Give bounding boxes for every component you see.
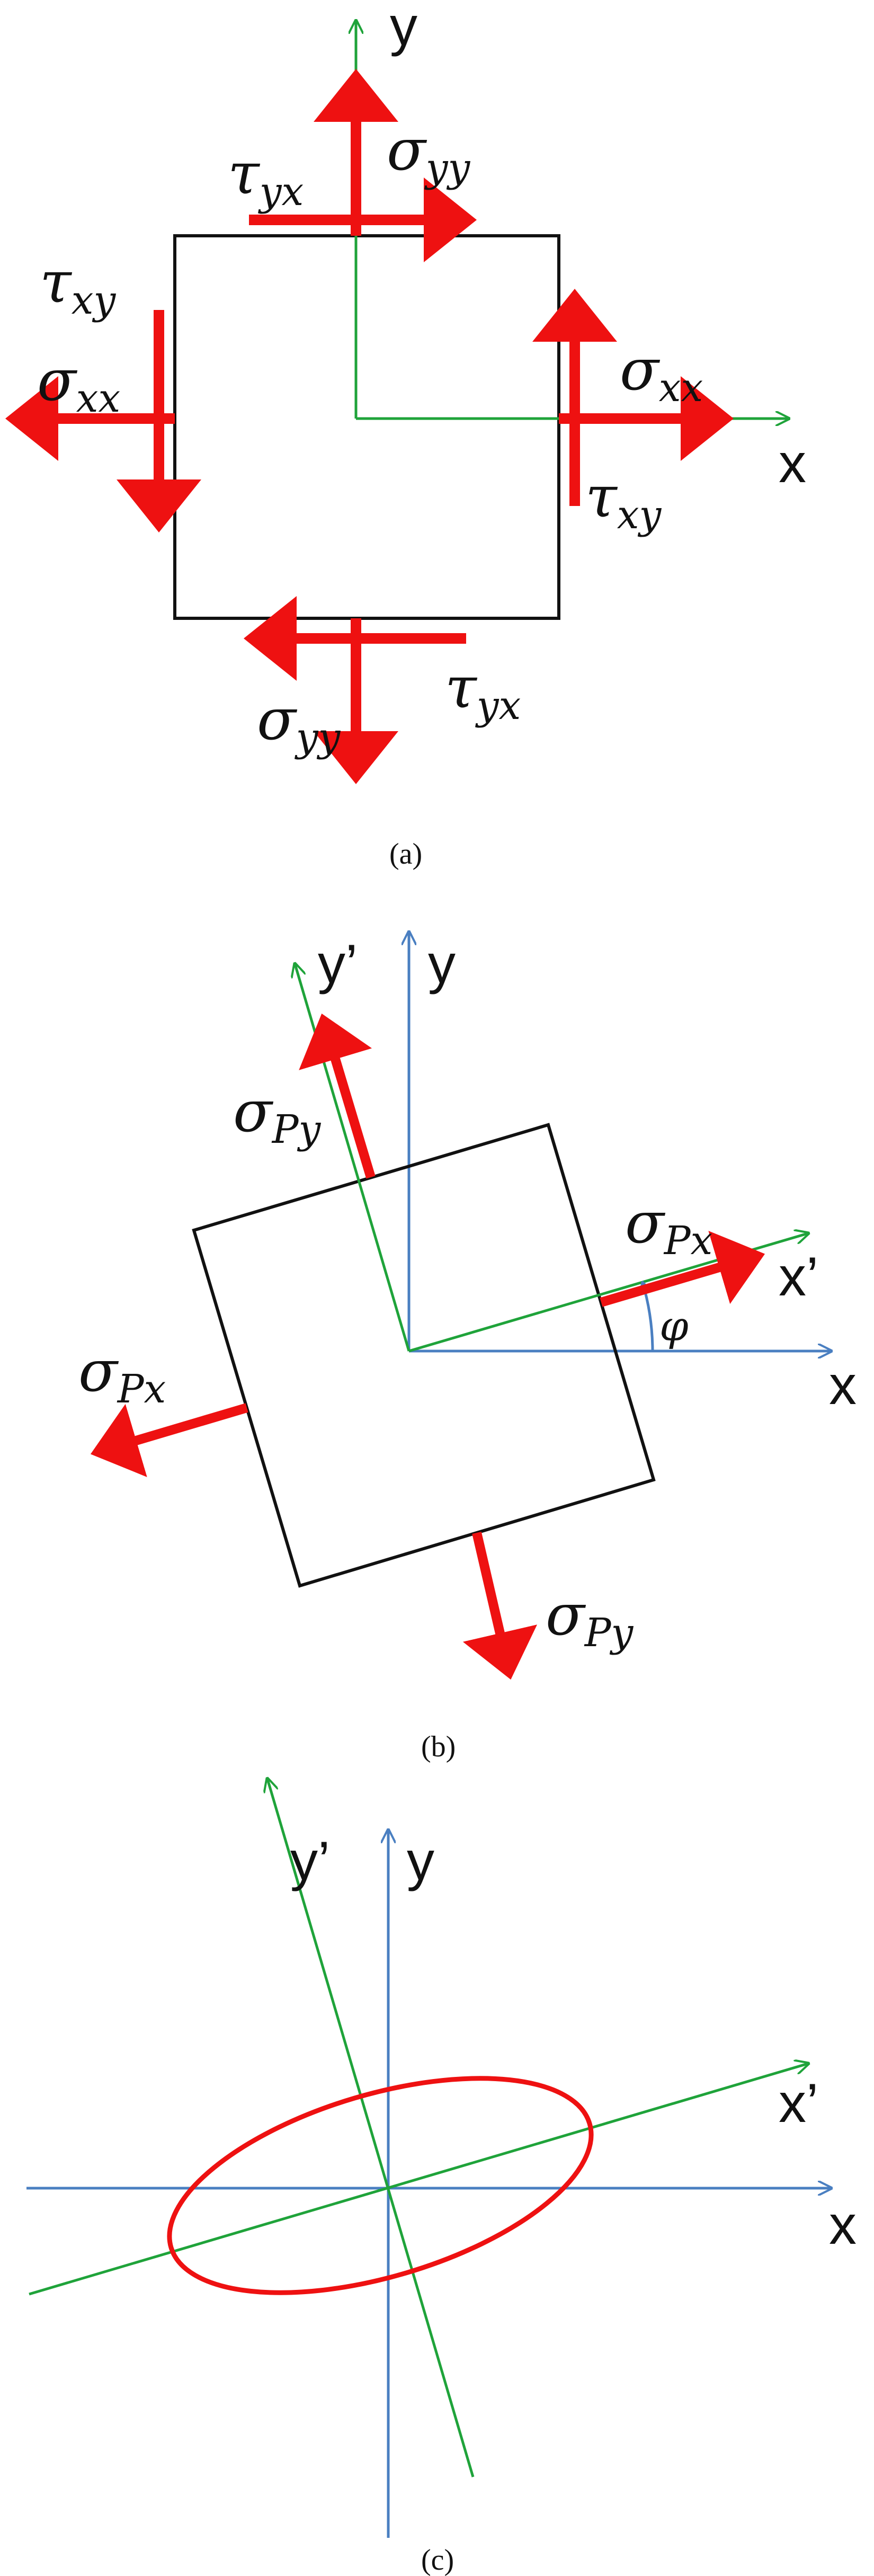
y-axis-label: y (390, 0, 417, 57)
sigma-py-top-arrow (299, 1014, 376, 1179)
panel-b: x y x’ y’ φ σPy σPx σPx σPy (b) (78, 932, 857, 1763)
tau-yx-bottom-label: τyx (445, 655, 521, 729)
caption-a: (a) (389, 838, 422, 870)
sigma-xx-left-label: σxx (37, 348, 120, 421)
sigma-py-bottom-label: σPy (546, 1582, 634, 1656)
tau-xy-right-label: τxy (585, 464, 662, 538)
sigma-py-top-label: σPy (233, 1079, 322, 1152)
x-prime-axis-arrow (408, 1233, 808, 1353)
tau-yx-top-label: τyx (228, 141, 304, 215)
x-axis-label: x (829, 1355, 857, 1416)
y-prime-axis-label: y’ (290, 1831, 330, 1892)
sigma-px-left-label: σPx (78, 1338, 166, 1412)
rotated-element-square (192, 1123, 656, 1588)
y-prime-axis-arrow (267, 1779, 475, 2477)
stress-ellipse (167, 2076, 594, 2295)
sigma-yy-bottom-label: σyy (257, 687, 341, 760)
y-prime-axis-arrow (295, 964, 411, 1352)
sigma-py-bottom-arrow (462, 1531, 538, 1680)
sigma-px-right-arrow (600, 1231, 765, 1307)
panel-a: x y σyy τyx τxy σxx σxx τxy τyx σyy (a) (5, 0, 806, 870)
sigma-xx-right-label: σxx (620, 337, 703, 411)
x-prime-axis-label: x’ (779, 1246, 818, 1308)
element-square (173, 234, 560, 620)
x-prime-axis-label: x’ (779, 2073, 818, 2134)
caption-b: (b) (421, 1730, 456, 1763)
tau-xy-left-label: τxy (40, 250, 116, 323)
sigma-px-right-label: σPx (625, 1190, 712, 1264)
angle-phi-label: φ (659, 1303, 689, 1351)
sigma-px-left-arrow (90, 1403, 248, 1477)
y-axis-label: y (428, 934, 456, 995)
panel-c: x y x’ y’ (c) (26, 1779, 857, 2576)
x-axis-label: x (779, 433, 806, 494)
y-prime-axis-label: y’ (318, 934, 358, 995)
sigma-yy-top-label: σyy (387, 117, 471, 191)
x-prime-axis-arrow (29, 2064, 808, 2296)
caption-c: (c) (421, 2544, 454, 2576)
y-axis-label: y (407, 1831, 434, 1892)
x-axis-label: x (829, 2195, 857, 2256)
